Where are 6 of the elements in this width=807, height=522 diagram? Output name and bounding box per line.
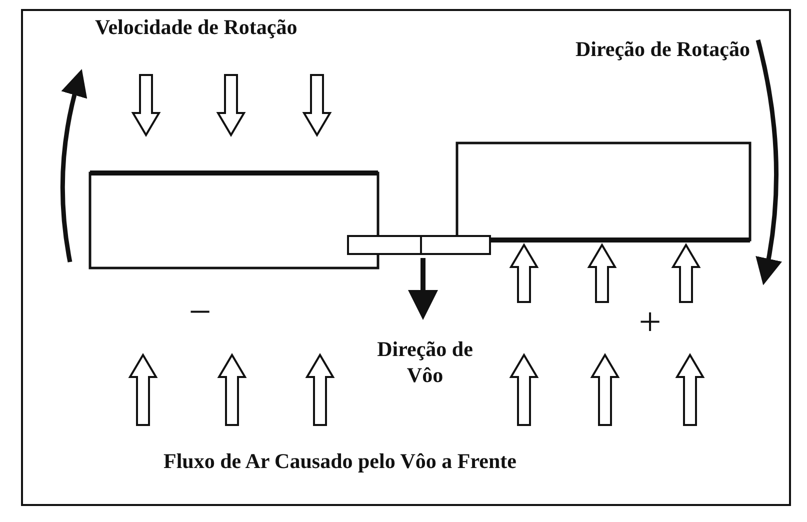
airflow-caption: Fluxo de Ar Causado pelo Vôo a Frente	[162, 448, 518, 474]
plus-sign: +	[638, 300, 662, 344]
rotation-direction-label: Direção de Rotação	[574, 36, 750, 62]
minus-sign: −	[188, 290, 212, 334]
flight-direction-label: Direção de Vôo	[376, 336, 474, 388]
rotation-velocity-label: Velocidade de Rotação	[95, 14, 298, 40]
